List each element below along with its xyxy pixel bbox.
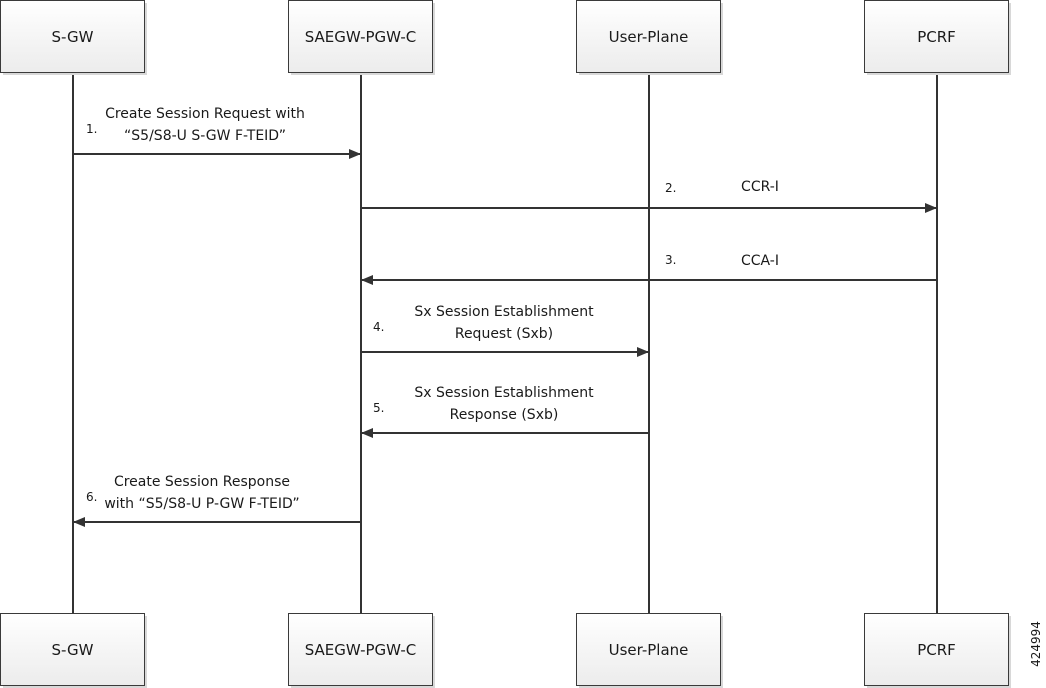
message-label: with “S5/S8-U P-GW F-TEID” [104, 496, 299, 512]
participant-box-top: S-GW [0, 0, 147, 75]
message-label: CCR-I [741, 179, 779, 195]
message-label: CCA-I [741, 253, 779, 269]
participant-box-bottom: PCRF [864, 613, 1011, 688]
box [864, 613, 1009, 686]
box [0, 0, 145, 73]
message-number: 1. [86, 122, 97, 136]
figure-id: 424994 [1029, 621, 1043, 667]
message-label: Request (Sxb) [455, 326, 553, 342]
message-1: 1. Create Session Request with “S5/S8-U S-… [73, 106, 361, 159]
box [576, 613, 721, 686]
message-number: 6. [86, 490, 97, 504]
participant-box-top: PCRF [864, 0, 1011, 75]
message-number: 4. [373, 320, 384, 334]
message-number: 3. [665, 253, 676, 267]
participant-box-top: SAEGW-PGW-C [288, 0, 435, 75]
box [576, 0, 721, 73]
box [864, 0, 1009, 73]
message-label: Create Session Response [114, 474, 290, 490]
box [288, 0, 433, 73]
message-3: 3. CCA-I [361, 253, 937, 285]
message-label: Create Session Request with [105, 106, 305, 122]
participant-name: S-GW [52, 641, 94, 659]
message-6: 6. Create Session Response with “S5/S8-U P… [73, 474, 361, 527]
message-2: 2. CCR-I [361, 179, 937, 213]
participant-box-bottom: SAEGW-PGW-C [288, 613, 435, 688]
participant-box-bottom: S-GW [0, 613, 147, 688]
participant-name: S-GW [52, 28, 94, 46]
participant-box-top: User-Plane [576, 0, 723, 75]
participant-name: User-Plane [609, 28, 689, 46]
participant-box-bottom: User-Plane [576, 613, 723, 688]
participant-name: PCRF [917, 641, 956, 659]
message-label: “S5/S8-U S-GW F-TEID” [124, 128, 286, 144]
box [288, 613, 433, 686]
message-label: Response (Sxb) [450, 407, 559, 423]
participant-name: PCRF [917, 28, 956, 46]
message-number: 2. [665, 181, 676, 195]
participant-name: SAEGW-PGW-C [305, 28, 417, 46]
participant-name: User-Plane [609, 641, 689, 659]
box [0, 613, 145, 686]
participant-name: SAEGW-PGW-C [305, 641, 417, 659]
message-label: Sx Session Establishment [414, 385, 594, 401]
message-number: 5. [373, 401, 384, 415]
message-label: Sx Session Establishment [414, 304, 594, 320]
